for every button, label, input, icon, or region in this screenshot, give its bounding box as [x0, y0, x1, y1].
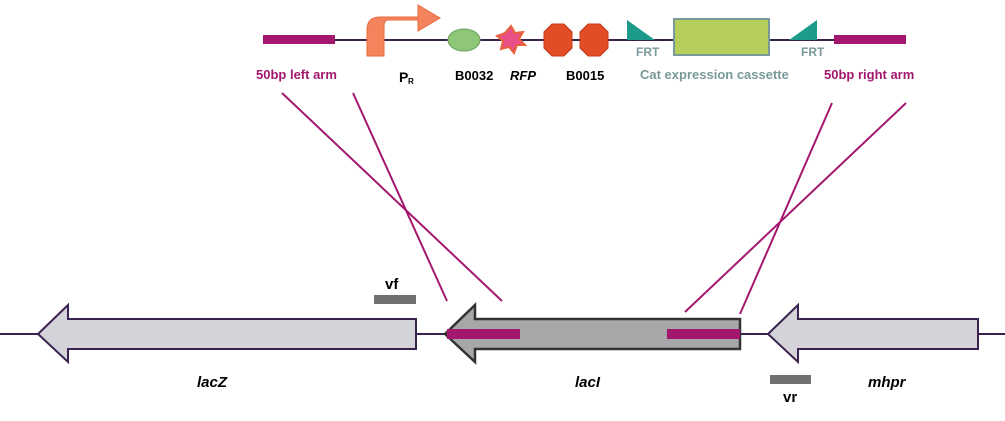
- lacI-label: lacI: [575, 374, 601, 391]
- rfp-star-icon: [495, 24, 528, 55]
- right-homology-arm: [834, 35, 906, 44]
- promoter-subscript: R: [408, 77, 414, 86]
- mhpr-gene-arrow: [766, 302, 979, 365]
- cat-cassette-label: Cat expression cassette: [640, 67, 789, 82]
- terminator-octagon-left: [543, 23, 573, 57]
- frt-left-label: FRT: [636, 45, 660, 59]
- left-arm-label: 50bp left arm: [256, 67, 337, 82]
- crossover-line-right-2: [684, 102, 907, 313]
- crossover-lines: [281, 92, 907, 315]
- terminator-label: B0015: [566, 68, 604, 83]
- rbs-label: B0032: [455, 68, 493, 83]
- rfp-label: RFP: [510, 68, 536, 83]
- lacI-right-homology-region: [667, 329, 740, 339]
- lacI-gene-arrow: [443, 302, 742, 365]
- crossover-line-left-2: [352, 92, 448, 302]
- left-homology-arm: [263, 35, 335, 44]
- lacI-left-homology-region: [447, 329, 520, 339]
- vf-primer: [374, 295, 416, 304]
- mhpr-label: mhpr: [868, 374, 907, 391]
- crossover-line-left-1: [281, 92, 503, 302]
- right-arm-label: 50bp right arm: [824, 67, 914, 82]
- frt-left-triangle: [627, 20, 655, 40]
- vr-primer: [770, 375, 811, 384]
- promoter-label: P: [399, 69, 408, 85]
- genomic-locus: vf vr lacZ lacI mhpr: [0, 276, 1005, 406]
- promoter-arrow-icon: [366, 4, 441, 57]
- lacZ-gene-arrow: [36, 302, 417, 365]
- frt-right-label: FRT: [801, 45, 825, 59]
- cat-cassette-box: [673, 18, 770, 56]
- vr-label: vr: [783, 389, 797, 406]
- terminator-octagon-right: [579, 23, 609, 57]
- rbs-ellipse: [447, 28, 481, 52]
- lacZ-label: lacZ: [197, 374, 228, 391]
- vf-label: vf: [385, 276, 399, 293]
- insertion-cassette: 50bp left arm P R B0032 RFP B0015 FRT FR…: [256, 4, 914, 86]
- crossover-line-right-1: [739, 102, 833, 315]
- frt-right-triangle: [789, 20, 817, 40]
